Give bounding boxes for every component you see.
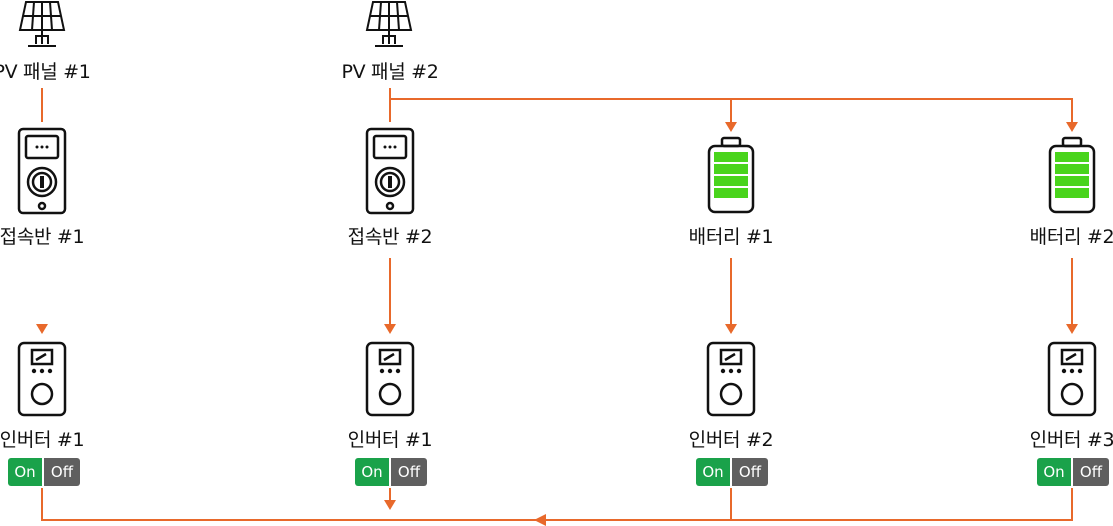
on-button[interactable]: On	[355, 458, 389, 486]
arrowhead-inv-d	[1066, 324, 1078, 334]
inv-b-label: 인버터 #1	[347, 429, 433, 451]
inverter-icon	[365, 341, 415, 417]
wire-pv2-batteries	[390, 98, 1073, 122]
bat1-label: 배터리 #1	[688, 226, 774, 248]
arrowhead-bat1	[725, 122, 737, 132]
jb2-label: 접속반 #2	[347, 226, 433, 248]
inverter-icon	[1047, 341, 1097, 417]
inv-c-label: 인버터 #2	[688, 429, 774, 451]
toggle-divider	[389, 458, 391, 486]
off-button[interactable]: Off	[1073, 458, 1109, 486]
pv2-label: PV 패널 #2	[341, 61, 439, 83]
inv-d-label: 인버터 #3	[1029, 429, 1113, 451]
wire-output-bus	[41, 488, 1073, 521]
off-button[interactable]: Off	[732, 458, 768, 486]
inverter-toggle[interactable]: On Off	[8, 458, 80, 486]
inverter-icon	[706, 341, 756, 417]
inverter-icon	[17, 341, 67, 417]
pv1-label: PV 패널 #1	[0, 61, 91, 83]
arrowhead-bus	[534, 514, 546, 526]
inverter-toggle[interactable]: On Off	[696, 458, 768, 486]
solar-panel-icon	[18, 0, 66, 47]
arrowhead-inv-c	[725, 324, 737, 334]
jb1-label: 접속반 #1	[0, 226, 85, 248]
battery-icon	[707, 136, 755, 214]
off-button[interactable]: Off	[391, 458, 427, 486]
on-button[interactable]: On	[8, 458, 42, 486]
bat2-label: 배터리 #2	[1029, 226, 1113, 248]
arrowhead-inv-b	[384, 324, 396, 334]
off-button[interactable]: Off	[44, 458, 80, 486]
toggle-divider	[730, 458, 732, 486]
inv-a-label: 인버터 #1	[0, 429, 85, 451]
solar-panel-icon	[365, 0, 413, 47]
battery-icon	[1048, 136, 1096, 214]
toggle-divider	[42, 458, 44, 486]
junction-box-icon	[17, 127, 67, 215]
junction-box-icon	[365, 127, 415, 215]
inverter-toggle[interactable]: On Off	[355, 458, 427, 486]
on-button[interactable]: On	[1037, 458, 1071, 486]
toggle-divider	[1071, 458, 1073, 486]
arrowhead-bat2	[1066, 122, 1078, 132]
arrowhead-inv-a	[36, 324, 48, 334]
inverter-toggle[interactable]: On Off	[1037, 458, 1109, 486]
arrowhead-sw2-out	[384, 500, 396, 510]
on-button[interactable]: On	[696, 458, 730, 486]
